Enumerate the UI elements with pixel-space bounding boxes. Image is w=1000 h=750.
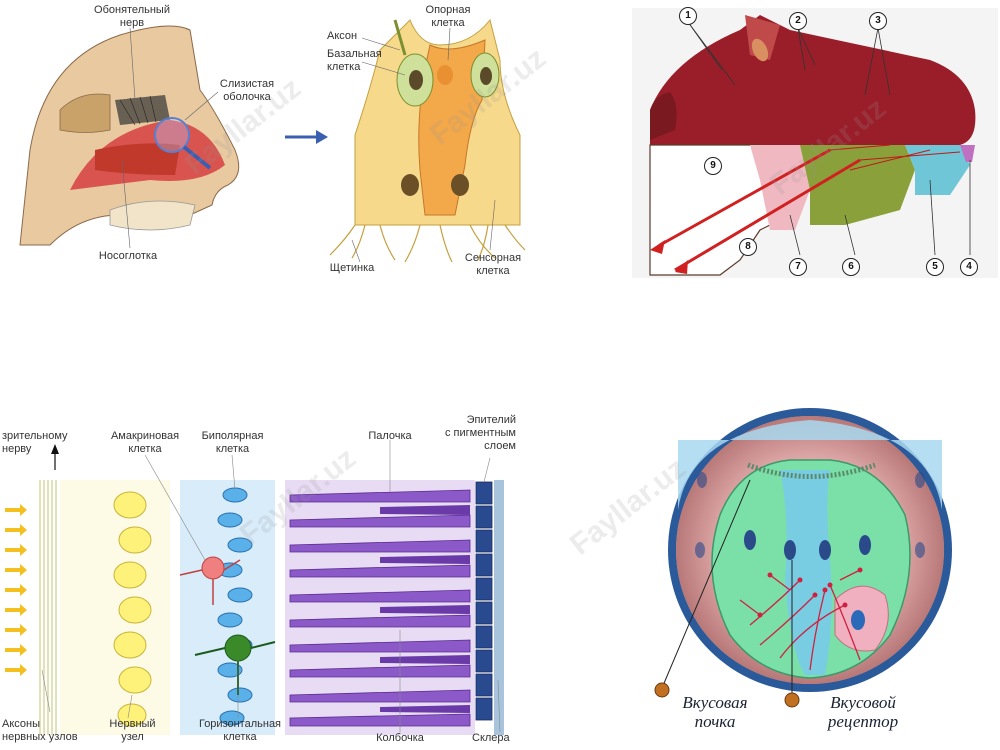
label-basal-cell: Базальная клетка: [327, 48, 382, 73]
tongue-number-7: 7: [789, 258, 807, 276]
label-horizontal-cell: Горизонтальная клетка: [198, 718, 282, 743]
label-axon: Аксон: [327, 30, 358, 42]
label-sclera: Склера: [472, 732, 510, 744]
label-taste-receptor: Вкусовой рецептор: [827, 693, 899, 731]
label-nasopharynx: Носоглотка: [98, 250, 158, 262]
tongue-panel: 1 2 3 4 5 6 7 8 9: [630, 0, 1000, 285]
label-taste-bud: Вкусовая почка: [682, 693, 748, 731]
olfactory-illustration: [19, 18, 526, 263]
tongue-number-8: 8: [739, 238, 757, 256]
label-cone: Колбочка: [376, 732, 424, 744]
retina-panel: зрительному нерву Амакриновая клетка Бип…: [0, 410, 520, 750]
olfactory-panel: Обонятельный нерв Слизистая оболочка Нос…: [0, 0, 530, 285]
taste-bud-illustration: [654, 408, 952, 708]
label-bipolar-cell: Биполярная клетка: [201, 430, 264, 455]
tongue-number-1: 1: [679, 7, 697, 25]
label-sensory-cell: Сенсорная клетка: [464, 252, 522, 277]
tongue-illustration: [632, 8, 998, 278]
tongue-number-6: 6: [842, 258, 860, 276]
tongue-number-2: 2: [789, 12, 807, 30]
label-ganglion-cell: Нервный узел: [109, 718, 156, 743]
label-support-cell: Опорная клетка: [425, 4, 471, 29]
tongue-number-5: 5: [926, 258, 944, 276]
tongue-number-9: 9: [704, 157, 722, 175]
taste-bud-panel: Вкусовая почка Вкусовой рецептор: [630, 400, 1000, 750]
label-rod: Палочка: [368, 430, 412, 442]
tongue-number-3: 3: [869, 12, 887, 30]
label-ganglion-axons: Аксоны нервных узлов: [2, 718, 78, 743]
tongue-number-4: 4: [960, 258, 978, 276]
label-bristle: Щетинка: [329, 262, 375, 274]
label-pigment-epithelium: Эпителий с пигментным слоем: [444, 414, 516, 452]
label-amacrine-cell: Амакриновая клетка: [110, 430, 180, 455]
label-to-optic-nerve: зрительному нерву: [2, 430, 68, 455]
label-olfactory-nerve: Обонятельный нерв: [94, 4, 170, 29]
label-mucosa: Слизистая оболочка: [219, 78, 275, 103]
retina-illustration: [0, 410, 520, 750]
